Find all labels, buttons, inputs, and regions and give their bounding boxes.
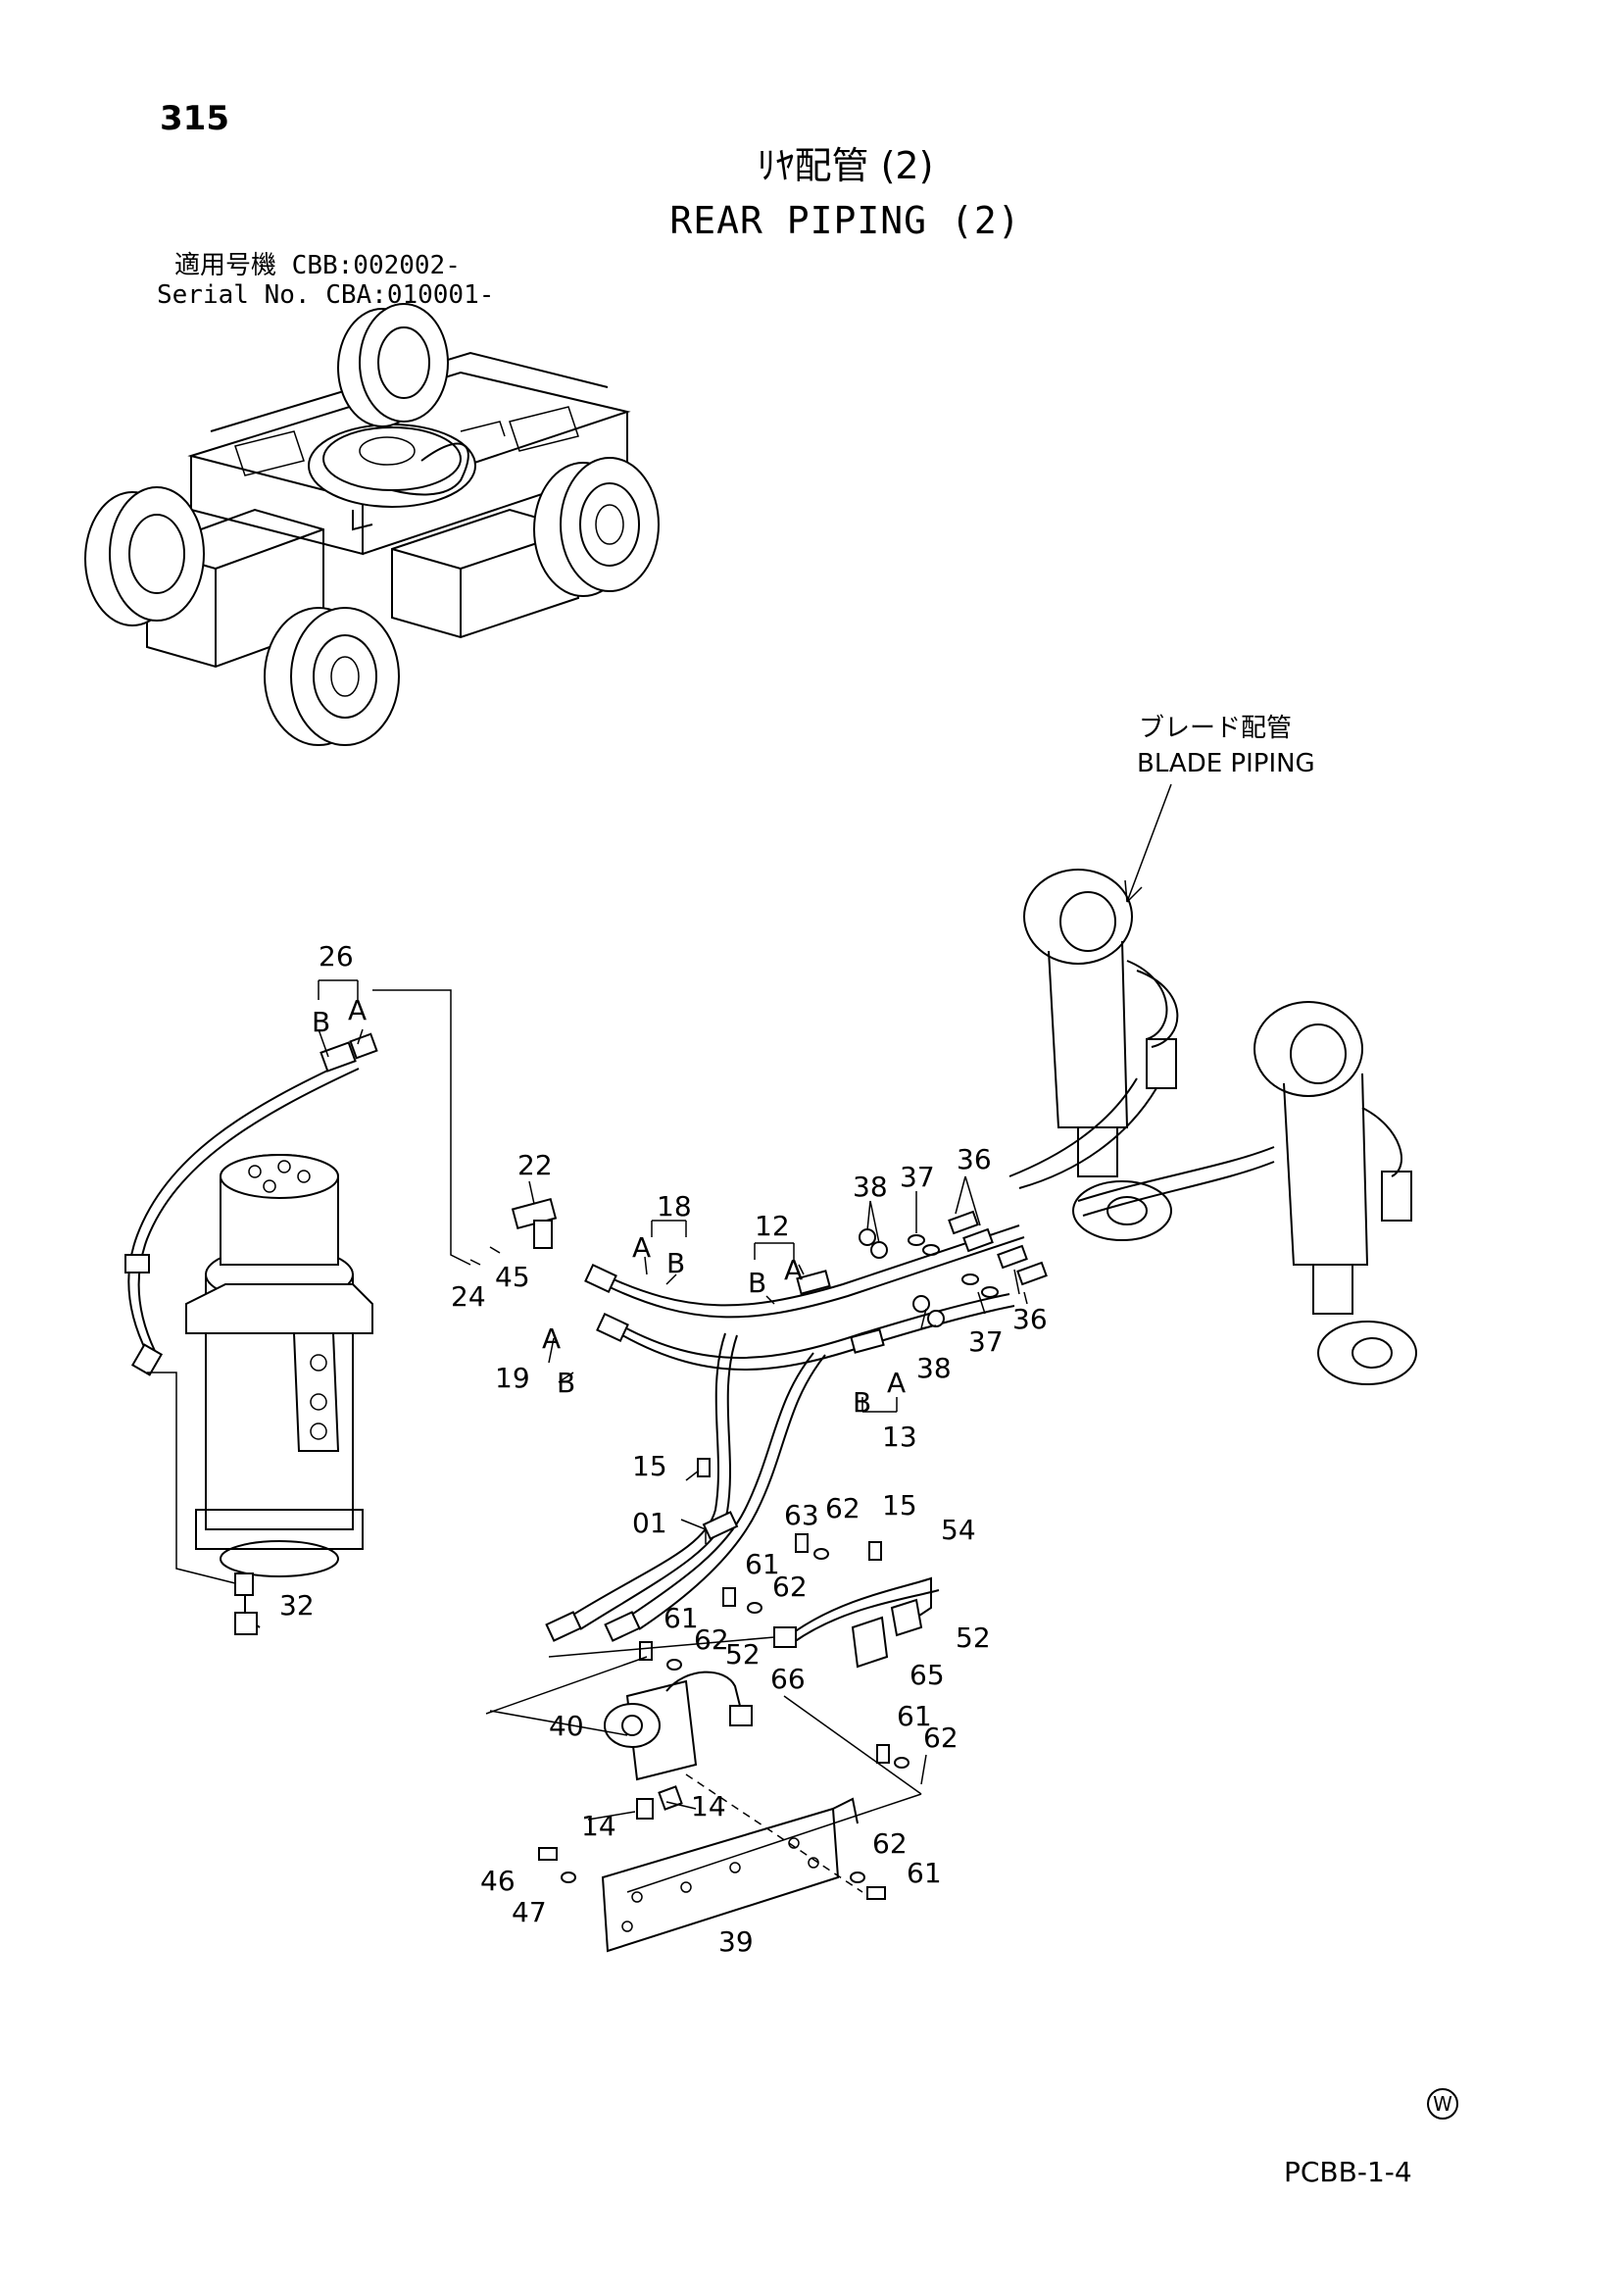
serial-line-english: Serial No. CBA:010001- — [157, 282, 494, 308]
callout-66: 66 — [770, 1663, 806, 1695]
serial-jp-label: 適用号機 — [174, 251, 277, 280]
callout-13-b: B — [853, 1386, 871, 1419]
callout-12: 12 — [755, 1210, 790, 1242]
blade-cylinder-right — [1253, 1001, 1417, 1385]
callout-47: 47 — [512, 1896, 547, 1928]
bolts-and-washers — [538, 1458, 909, 1900]
callout-52-right: 52 — [956, 1622, 991, 1654]
callout-22: 22 — [517, 1149, 553, 1181]
callout-19-b: B — [557, 1367, 575, 1399]
wheel-front-left — [264, 607, 400, 746]
wheel-front-right — [533, 457, 660, 597]
callout-labels: 26 B A 22 18 A B 12 B A 38 37 36 24 45 1… — [279, 940, 1048, 1958]
callout-36-top: 36 — [957, 1143, 992, 1175]
blade-piping-label-jp: ブレード配管 — [1139, 714, 1293, 743]
callout-18-b: B — [666, 1247, 685, 1279]
adapters-36-38 — [859, 1210, 1048, 1327]
callout-61-d: 61 — [907, 1857, 942, 1889]
callout-18-a: A — [632, 1231, 651, 1264]
callout-62-e: 62 — [872, 1827, 908, 1860]
watermark-symbol: W — [1427, 2088, 1458, 2120]
callout-65: 65 — [909, 1659, 945, 1691]
undercarriage-overview-illustration — [84, 303, 660, 746]
serial-jp-value: CBB:002002- — [291, 251, 461, 280]
callout-12-b: B — [748, 1267, 766, 1299]
callout-14-left: 14 — [581, 1810, 616, 1842]
wheel-rear-right — [337, 303, 449, 427]
callout-15-right: 15 — [882, 1489, 917, 1522]
callout-01: 01 — [632, 1507, 667, 1539]
callout-19-a: A — [542, 1323, 561, 1355]
callout-14-right: 14 — [691, 1790, 726, 1822]
solenoid-valve-40 — [604, 1671, 753, 1820]
wheel-rear-left — [84, 486, 205, 626]
tee-fitting-22 — [511, 1197, 558, 1249]
callout-61-b: 61 — [664, 1602, 699, 1634]
callout-45: 45 — [495, 1261, 530, 1293]
callout-12-a: A — [784, 1254, 803, 1286]
callout-61-a: 61 — [745, 1548, 780, 1580]
callout-18: 18 — [657, 1190, 692, 1223]
callout-54: 54 — [941, 1514, 976, 1546]
callout-13-a: A — [887, 1367, 906, 1399]
callout-26: 26 — [319, 940, 354, 973]
title-japanese: ﾘﾔ配管 (2) — [757, 144, 934, 187]
leader-lines — [318, 979, 1028, 1893]
drawing-code: PCBB-1-4 — [1284, 2156, 1412, 2188]
blade-cylinder-left — [1023, 869, 1177, 1241]
callout-19: 19 — [495, 1362, 530, 1394]
callout-52-left: 52 — [725, 1638, 761, 1671]
callout-32: 32 — [279, 1589, 315, 1622]
callout-46: 46 — [480, 1865, 516, 1897]
hose-26 — [124, 1032, 378, 1376]
callout-38-top: 38 — [853, 1171, 888, 1203]
title-english: REAR PIPING (2) — [669, 199, 1021, 242]
callout-62-c: 62 — [694, 1623, 729, 1656]
hose-bundle — [545, 1224, 1025, 1642]
callout-13: 13 — [882, 1421, 917, 1453]
callout-40: 40 — [549, 1710, 584, 1742]
callout-26-a: A — [348, 994, 367, 1026]
serial-line-japanese: 適用号機 CBB:002002- — [174, 253, 461, 278]
callout-39: 39 — [718, 1925, 754, 1958]
callout-37-top: 37 — [900, 1161, 935, 1193]
callout-36-bottom: 36 — [1012, 1303, 1048, 1335]
callout-62-a: 62 — [825, 1492, 860, 1524]
swivel-joint-assembly — [185, 1154, 373, 1635]
wire-harness-54 — [773, 1576, 940, 1669]
callout-15-upper: 15 — [632, 1450, 667, 1482]
callout-62-b: 62 — [772, 1571, 808, 1603]
callout-26-b: B — [312, 1006, 330, 1038]
callout-38-bottom: 38 — [916, 1352, 952, 1384]
callout-61-c: 61 — [897, 1700, 932, 1732]
page-number: 315 — [160, 99, 229, 138]
callout-24: 24 — [451, 1280, 486, 1313]
serial-en-label: Serial No. — [157, 280, 311, 310]
callout-63: 63 — [784, 1499, 819, 1531]
callout-62-d: 62 — [923, 1722, 958, 1754]
blade-piping-label-en: BLADE PIPING — [1137, 749, 1315, 778]
callout-37-bottom: 37 — [968, 1325, 1004, 1358]
